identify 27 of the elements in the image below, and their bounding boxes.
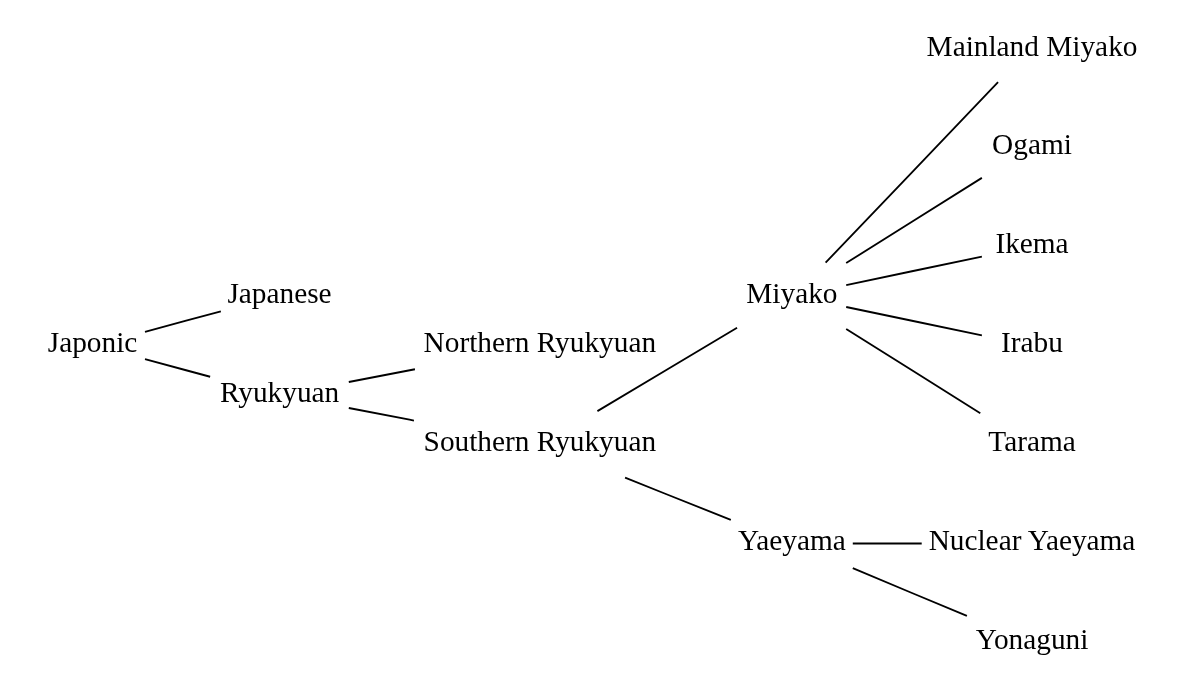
node-text: Ryukyuan <box>219 375 339 408</box>
node-text: Ogami <box>991 128 1072 161</box>
connector <box>347 407 415 422</box>
connector <box>851 567 968 617</box>
connector <box>844 306 983 337</box>
node-text: Northern Ryukyuan <box>423 326 656 359</box>
connector <box>844 255 983 286</box>
connector <box>143 358 211 378</box>
node-text: Nuclear Yaeyama <box>928 524 1135 557</box>
node-text: Miyako <box>745 276 837 309</box>
connector <box>143 310 222 333</box>
connector <box>596 326 738 413</box>
connector <box>347 368 416 383</box>
connector <box>844 328 981 415</box>
connector <box>824 81 999 264</box>
node-text: Southern Ryukyuan <box>423 425 656 458</box>
node-text: Yonaguni <box>975 623 1088 656</box>
node-text: Japanese <box>226 276 332 309</box>
node-text: Japonic <box>47 326 137 359</box>
connector <box>623 476 732 521</box>
connector <box>851 542 923 545</box>
connector <box>844 176 983 264</box>
node-text: Yaeyama <box>737 524 846 557</box>
node-text: Irabu <box>1000 326 1063 359</box>
node-text: Ikema <box>994 227 1069 260</box>
node-text: Mainland Miyako <box>926 29 1137 62</box>
node-text: Tarama <box>987 425 1076 458</box>
